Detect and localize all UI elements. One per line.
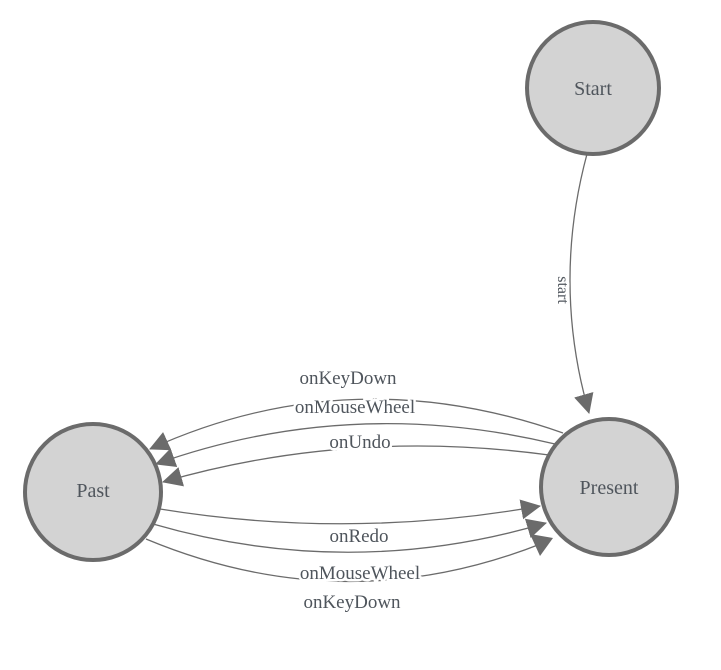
edge-past-to-present-onredo (159, 499, 541, 525)
edge-label-onmousewheel-bottom: onMouseWheel (300, 563, 420, 584)
edge-labels-layer: start onKeyDown onMouseWheel onUndo onRe… (292, 274, 573, 616)
edge-label-onkeydown-top: onKeyDown (299, 368, 397, 389)
state-node-present: Present (539, 417, 679, 557)
state-circle-present (539, 417, 679, 557)
edge-start-to-present (569, 153, 594, 414)
edge-label-start: start (554, 276, 571, 304)
state-node-start: Start (525, 20, 661, 156)
edge-label-onkeydown-bottom: onKeyDown (303, 592, 401, 613)
edges-layer (145, 153, 594, 583)
state-node-past: Past (23, 422, 163, 562)
arrowhead-icon (530, 534, 553, 556)
state-circle-start (525, 20, 661, 156)
edge-present-to-past-onmousewheel (155, 423, 556, 468)
edge-past-to-present-onkeydown (145, 538, 544, 583)
edge-label-onmousewheel-top: onMouseWheel (295, 397, 415, 418)
node-label-present: Present (580, 477, 639, 499)
nodes-layer: Start Present Past (23, 20, 679, 562)
node-label-past: Past (76, 480, 110, 502)
state-circle-past (23, 422, 163, 562)
node-label-start: Start (574, 78, 612, 100)
edge-past-to-present-onmousewheel (152, 518, 547, 553)
edge-present-to-past-onkeydown (149, 398, 564, 451)
edge-label-onundo: onUndo (329, 432, 390, 453)
edge-present-to-past-onundo (162, 445, 550, 487)
edge-label-onredo: onRedo (329, 526, 388, 547)
